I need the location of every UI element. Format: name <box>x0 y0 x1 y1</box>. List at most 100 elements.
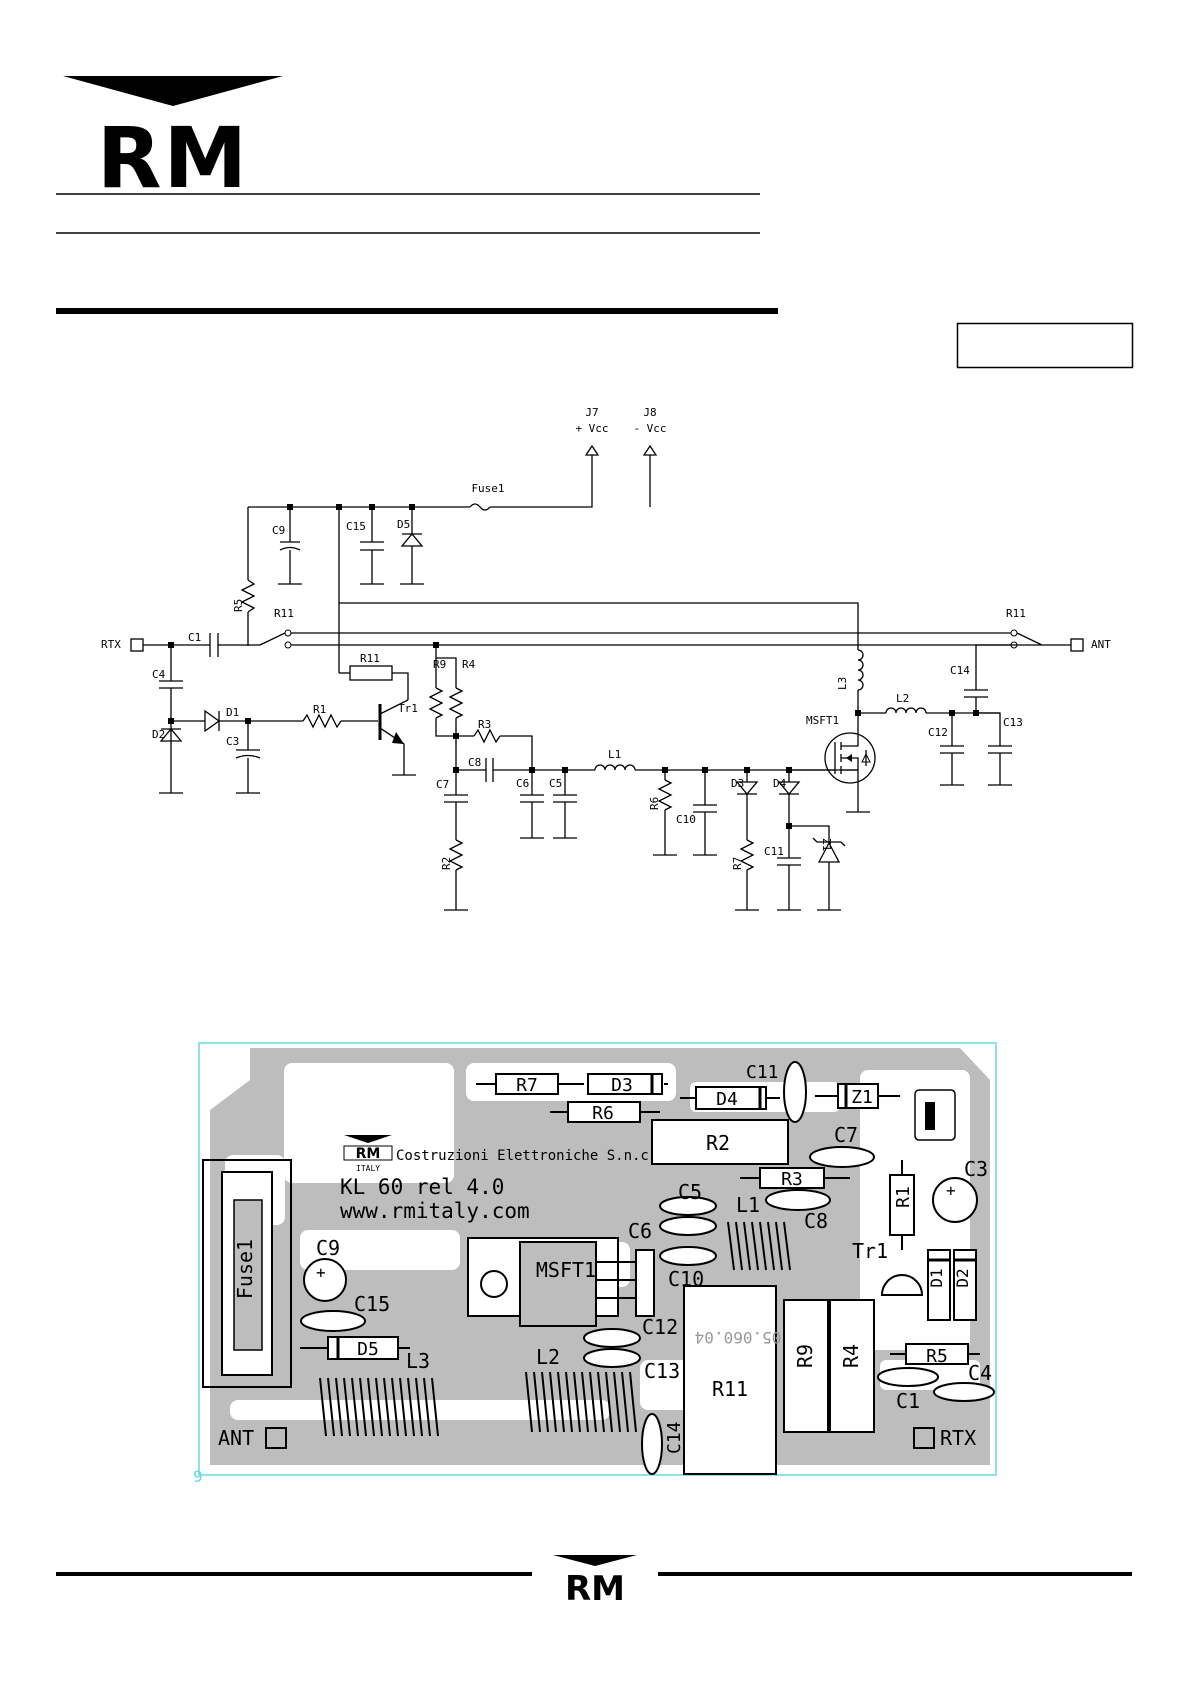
c3-label: C3 <box>226 735 239 748</box>
r11-right-label: R11 <box>1006 607 1026 620</box>
r11-body-label: R11 <box>360 652 380 665</box>
c14-label: C14 <box>950 664 970 677</box>
pcb-r5: R5 <box>926 1346 948 1367</box>
schematic: J7 + Vcc J8 - Vcc Fuse1 C9 C15 D5 R5 RTX… <box>0 380 1191 940</box>
footer-rule-left <box>56 1572 532 1576</box>
pcb-l3-coil <box>319 1377 439 1437</box>
ant-label: ANT <box>1091 638 1111 651</box>
r11-left-label: R11 <box>274 607 294 620</box>
pcb-c9: C9 <box>316 1236 340 1260</box>
j7-net: + Vcc <box>575 422 608 435</box>
svg-text:+: + <box>316 1263 326 1282</box>
j7-label: J7 <box>585 406 598 419</box>
header-box <box>956 322 1134 369</box>
fuse-label: Fuse1 <box>471 482 504 495</box>
pcb-fuse1: Fuse1 <box>233 1239 257 1299</box>
l1-label: L1 <box>608 748 621 761</box>
z1-label: Z1 <box>820 838 833 851</box>
pcb-board-code: 05.060.04 <box>695 1328 782 1347</box>
pcb-l2: L2 <box>536 1345 560 1369</box>
j8-net: - Vcc <box>633 422 666 435</box>
d4-label: D4 <box>773 777 787 790</box>
pcb-c4: C4 <box>968 1361 992 1385</box>
pcb-c3: C3 <box>964 1157 988 1181</box>
pcb-corner-mark: 9 <box>193 1467 203 1486</box>
msft1-label: MSFT1 <box>806 714 839 727</box>
c12-label: C12 <box>928 726 948 739</box>
tr1-label: Tr1 <box>398 702 418 715</box>
r1-label: R1 <box>313 703 326 716</box>
c9-label: C9 <box>272 524 285 537</box>
d1-label: D1 <box>226 706 239 719</box>
d5-label: D5 <box>397 518 410 531</box>
pcb-d3: D3 <box>611 1075 633 1096</box>
pcb-r11: R11 <box>712 1377 748 1401</box>
footer: RM <box>0 1540 1191 1620</box>
rm-logo: RM <box>56 76 1134 369</box>
pcb-c6: C6 <box>628 1219 652 1243</box>
pcb-rtx: RTX <box>940 1426 976 1450</box>
l3-label: L3 <box>836 677 849 690</box>
pcb-l2-coil <box>525 1371 637 1433</box>
r9-label: R9 <box>433 658 446 671</box>
pcb-c14: C14 <box>664 1421 685 1454</box>
r3-label: R3 <box>478 718 491 731</box>
c7-label: C7 <box>436 778 449 791</box>
j8-label: J8 <box>643 406 656 419</box>
pcb-ant: ANT <box>218 1426 254 1450</box>
footer-logo-chevron <box>553 1555 637 1566</box>
c13-label: C13 <box>1003 716 1023 729</box>
logo-text: RM <box>97 109 249 207</box>
l2-label: L2 <box>896 692 909 705</box>
pcb-d4: D4 <box>716 1089 738 1110</box>
footer-rule-right <box>658 1572 1132 1576</box>
pcb-c8: C8 <box>804 1209 828 1233</box>
pcb-c11: C11 <box>746 1062 779 1083</box>
c10-label: C10 <box>676 813 696 826</box>
c8-label: C8 <box>468 756 481 769</box>
pcb-r7: R7 <box>516 1075 538 1096</box>
pcb-logo: RM <box>356 1146 381 1162</box>
pcb-c7: C7 <box>834 1123 858 1147</box>
c6-label: C6 <box>516 777 529 790</box>
pcb-c13: C13 <box>644 1359 680 1383</box>
d3-label: D3 <box>731 777 744 790</box>
r4-label: R4 <box>462 658 476 671</box>
pcb-r9: R9 <box>793 1344 817 1368</box>
pcb-d5: D5 <box>357 1339 379 1360</box>
pcb-r6: R6 <box>592 1103 614 1124</box>
c5-label: C5 <box>549 777 562 790</box>
pcb-msft1: MSFT1 <box>536 1258 596 1282</box>
pcb-c15: C15 <box>354 1292 390 1316</box>
pcb-r3: R3 <box>781 1169 803 1190</box>
pcb-r4: R4 <box>839 1344 863 1368</box>
pcb-company: Costruzioni Elettroniche S.n.c. <box>396 1148 657 1164</box>
svg-text:+: + <box>946 1181 956 1200</box>
header-rule-3 <box>56 308 778 314</box>
footer-logo: RM <box>565 1569 625 1609</box>
d2-label: D2 <box>152 728 165 741</box>
pcb-l1: L1 <box>736 1193 760 1217</box>
pcb-d2: D2 <box>953 1268 972 1287</box>
header: RM <box>0 0 1191 380</box>
pcb-z1: Z1 <box>851 1087 873 1108</box>
pcb-l1-coil <box>727 1221 791 1271</box>
pcb-r1: R1 <box>893 1186 914 1208</box>
pcb-url: www.rmitaly.com <box>340 1199 530 1223</box>
r5-label: R5 <box>232 599 245 612</box>
c4-label: C4 <box>152 668 166 681</box>
pcb-l3: L3 <box>406 1349 430 1373</box>
pcb-logo-sub: ITALY <box>356 1164 380 1173</box>
pcb-r2: R2 <box>706 1131 730 1155</box>
rtx-label: RTX <box>101 638 121 651</box>
pcb-tr1: Tr1 <box>852 1239 888 1263</box>
pcb-layout: Fuse1 RM ITALY Costruzioni Elettroniche … <box>0 1030 1191 1500</box>
c15-label: C15 <box>346 520 366 533</box>
c1-label: C1 <box>188 631 201 644</box>
pcb-model: KL 60 rel 4.0 <box>340 1175 504 1199</box>
pcb-d1: D1 <box>927 1268 946 1287</box>
r7-label: R7 <box>731 857 744 870</box>
r6-label: R6 <box>648 797 661 810</box>
pcb-c12: C12 <box>642 1315 678 1339</box>
c11-label: C11 <box>764 845 784 858</box>
